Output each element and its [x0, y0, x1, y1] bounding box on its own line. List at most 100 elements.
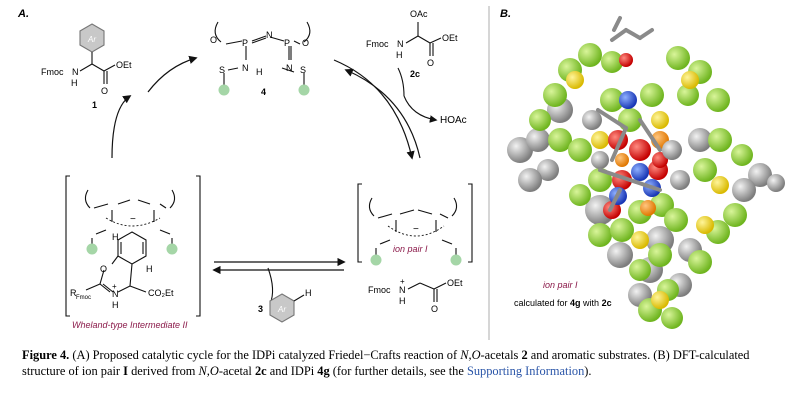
cmpd2c-oet: OEt — [442, 33, 458, 43]
cmpd1-o: O — [101, 86, 108, 96]
caption-text: -acetals — [480, 348, 522, 362]
atom-sphere — [578, 43, 602, 67]
atom-sphere — [582, 110, 602, 130]
atom-sphere — [543, 83, 567, 107]
cmpd2c-fmoc: Fmoc — [366, 39, 389, 49]
atom-sphere — [767, 174, 785, 192]
caption-text: and IDPi — [266, 363, 318, 378]
wheland-structure — [65, 175, 201, 317]
supporting-information-link[interactable]: Supporting Information — [466, 363, 585, 378]
sulfonyl-sub-right-icon — [298, 84, 310, 96]
panel-b-ion-pair-label: ion pair I — [543, 280, 578, 290]
hoac-label: HOAc — [440, 115, 467, 126]
ion-pair-oet: OEt — [447, 278, 463, 288]
atom-sphere — [568, 138, 592, 162]
bond-stick — [624, 28, 642, 40]
cmpd2c-oac: OAc — [410, 9, 428, 19]
cmpd2c-o: O — [427, 58, 434, 68]
release-arrow-icon — [403, 95, 438, 123]
atom-sphere — [526, 128, 550, 152]
atom-sphere — [664, 208, 688, 232]
atom-sphere — [688, 128, 712, 152]
cmpd1-fmoc: Fmoc — [41, 67, 64, 77]
atom-sphere — [600, 88, 624, 112]
cmpd3-h: H — [305, 288, 312, 298]
bond-stick — [596, 108, 628, 130]
wheland-plus: + — [112, 282, 117, 291]
atom-sphere — [731, 144, 753, 166]
cmpd4-n3: N — [286, 63, 293, 73]
bond-stick — [638, 28, 654, 40]
panel-b-letter: B. — [500, 8, 511, 20]
cmpd1-oet: OEt — [116, 60, 132, 70]
caption-text: I — [123, 363, 128, 378]
curved-arrow-icon — [267, 267, 274, 305]
cmpd2c-n: N — [397, 39, 404, 49]
atom-sphere — [648, 243, 672, 267]
feed-arrow-icon — [397, 67, 405, 97]
atom-sphere — [610, 218, 634, 242]
atom-sphere — [651, 111, 669, 129]
curved-arrow-icon — [333, 59, 415, 160]
wheland-r-sub: Fmoc — [76, 295, 91, 301]
atom-sphere — [591, 151, 609, 169]
atom-sphere — [661, 307, 683, 329]
cmpd4-p1: P — [242, 38, 248, 48]
atom-sphere — [629, 139, 651, 161]
atom-sphere — [640, 83, 664, 107]
atom-sphere — [711, 176, 729, 194]
curved-arrow-icon — [111, 95, 132, 159]
ion-pair-n: N — [399, 285, 406, 295]
compound-1 — [79, 23, 116, 84]
wheland-label: Wheland-type Intermediate II — [72, 320, 188, 330]
atom-sphere — [548, 128, 572, 152]
compound-4 — [214, 21, 311, 86]
caption-text: and aromatic substrates. (B) DFT-calcula… — [22, 348, 750, 378]
cmpd4-o2: O — [302, 38, 309, 48]
atom-sphere — [693, 158, 717, 182]
cmpd1-ar: Ar — [87, 35, 96, 44]
panel-a-letter: A. — [17, 8, 29, 20]
atom-sphere — [591, 131, 609, 149]
cmpd2c-h: H — [396, 50, 403, 60]
cmpd1-h: H — [71, 78, 78, 88]
sulfonyl-sub-left-icon — [86, 243, 98, 255]
sulfonyl-sub-left-icon — [218, 84, 230, 96]
cmpd2c-num: 2c — [410, 69, 420, 79]
atom-sphere — [650, 193, 674, 217]
atom-sphere — [681, 71, 699, 89]
bond-stick — [608, 188, 622, 212]
caption-text: derived from — [128, 363, 199, 378]
wheland-n: N — [112, 289, 119, 299]
compound-2c — [405, 22, 442, 56]
atom-sphere — [706, 88, 730, 112]
caption-text: (for further details, see the — [329, 363, 467, 378]
caption-text: -acetal — [218, 363, 255, 378]
wheland-r: R — [70, 288, 77, 298]
atom-sphere — [619, 91, 637, 109]
bond-stick — [638, 118, 662, 152]
molecular-model-icon — [507, 16, 785, 329]
cmpd4-p2: P — [284, 38, 290, 48]
atom-sphere — [601, 51, 623, 73]
atom-sphere — [662, 140, 682, 160]
cmpd3-num: 3 — [258, 304, 263, 314]
curved-arrow-icon — [344, 68, 421, 159]
atom-sphere — [569, 184, 591, 206]
wheland-o: O — [100, 264, 107, 274]
cmpd4-n: N — [266, 30, 273, 40]
atom-sphere — [619, 53, 633, 67]
caption-text: (A) Proposed catalytic cycle for the IDP… — [69, 348, 461, 362]
atom-sphere — [537, 159, 559, 181]
sulfonyl-sub-right-icon — [166, 243, 178, 255]
sulfonyl-sub-right-icon — [450, 254, 462, 266]
wheland-h2: H — [146, 264, 153, 274]
wheland-h3: H — [112, 300, 119, 310]
ion-pair-structure — [357, 183, 473, 302]
bond-stick — [598, 168, 662, 192]
atom-sphere — [588, 223, 612, 247]
atom-sphere — [631, 231, 649, 249]
atom-sphere — [518, 168, 542, 192]
ion-pair-fmoc: Fmoc — [368, 285, 391, 295]
atom-sphere — [607, 242, 633, 268]
